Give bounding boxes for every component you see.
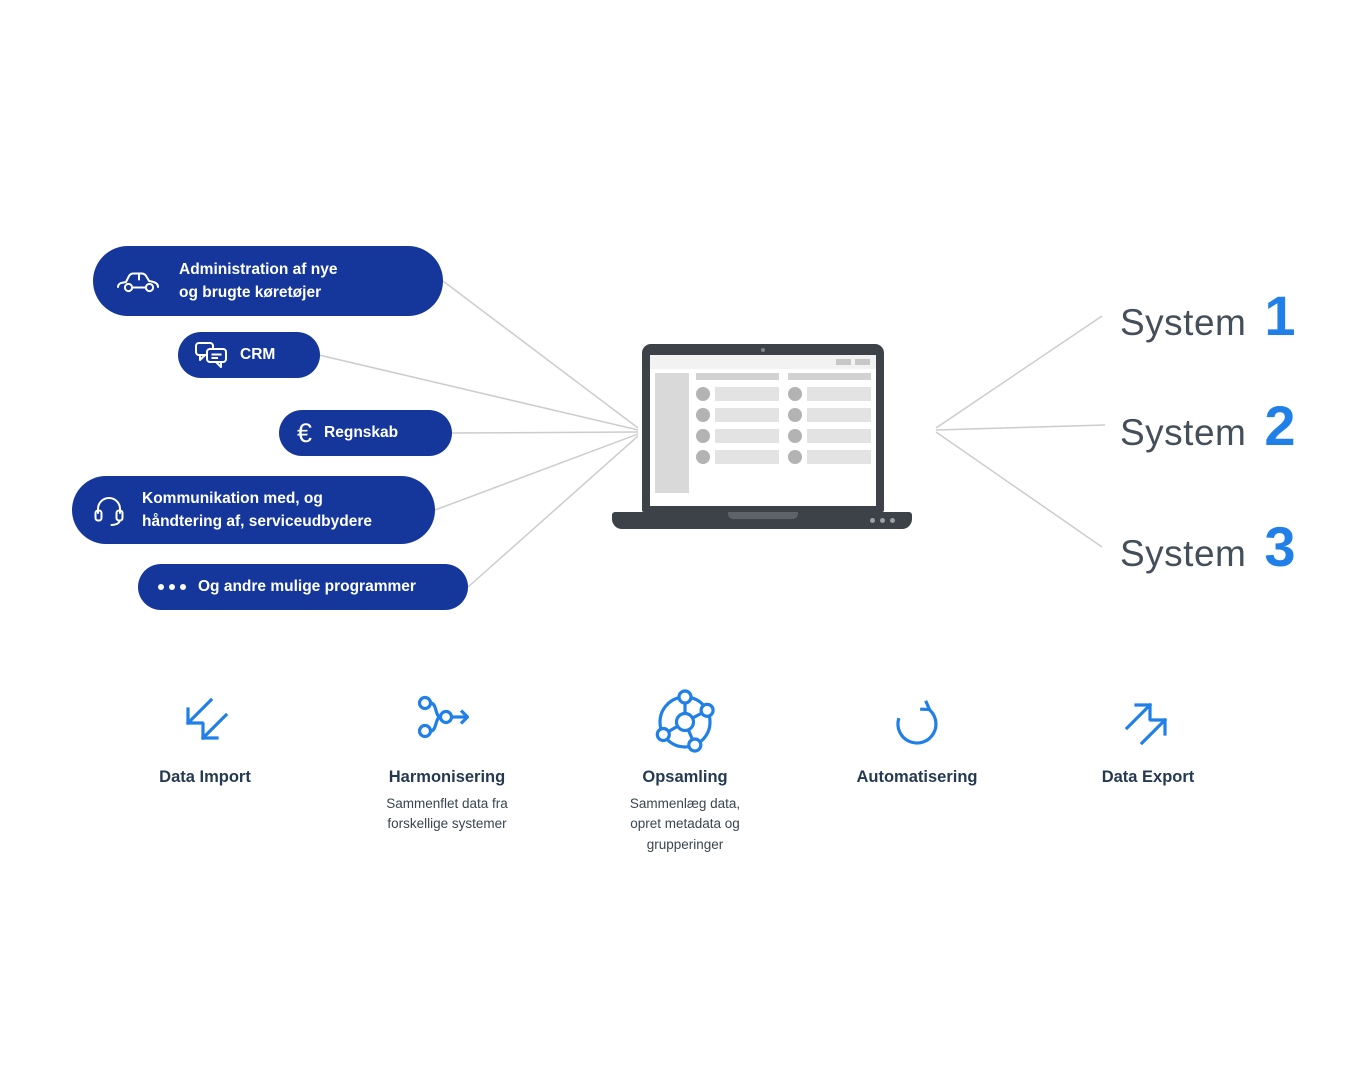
ellipsis-icon bbox=[158, 584, 186, 590]
feature-title: Data Import bbox=[159, 768, 251, 786]
source-pill-label: CRM bbox=[240, 346, 276, 364]
feature-title: Opsamling bbox=[642, 768, 728, 786]
source-pill-regnskab: € Regnskab bbox=[279, 410, 452, 456]
line-komm-to-laptop bbox=[434, 433, 639, 511]
euro-icon: € bbox=[297, 417, 313, 448]
laptop-base-dot bbox=[880, 518, 885, 523]
source-pill-crm: CRM bbox=[178, 332, 320, 378]
line-laptop-to-system1 bbox=[935, 315, 1103, 429]
system-word: System bbox=[1120, 302, 1247, 343]
line-andre-to-laptop bbox=[467, 435, 639, 588]
line-laptop-to-system2 bbox=[935, 424, 1106, 431]
feature-data-import: Data Import bbox=[95, 686, 315, 787]
laptop-base-dot bbox=[870, 518, 875, 523]
line-crm-to-laptop bbox=[318, 354, 639, 431]
feature-data-export: Data Export bbox=[1038, 686, 1258, 787]
line-regnskab-to-laptop bbox=[451, 431, 639, 434]
line-car-to-laptop bbox=[442, 280, 639, 429]
feature-harmonisering: Harmonisering Sammenflet data fra forske… bbox=[337, 686, 557, 835]
feature-automatisering: Automatisering bbox=[807, 686, 1027, 787]
feature-title: Data Export bbox=[1101, 768, 1195, 786]
system-label-2: System 2 bbox=[1120, 393, 1296, 458]
data-import-arrows-icon bbox=[95, 686, 315, 758]
feature-subtitle: Sammenlæg data, opret metadata og gruppe… bbox=[629, 796, 741, 852]
laptop-camera-dot bbox=[761, 348, 765, 352]
source-pill-serviceudbydere: Kommunikation med, og håndtering af, ser… bbox=[72, 476, 435, 544]
system-label-1: System 1 bbox=[1120, 283, 1296, 348]
source-pill-label: Og andre mulige programmer bbox=[198, 578, 416, 596]
source-pill-vehicles: Administration af nye og brugte køretøje… bbox=[93, 246, 443, 316]
laptop-illustration bbox=[612, 344, 912, 534]
cluster-nodes-icon bbox=[575, 686, 795, 758]
mock-sidebar bbox=[655, 373, 689, 493]
source-pill-label: Kommunikation med, og håndtering af, ser… bbox=[142, 489, 372, 530]
laptop-base bbox=[612, 512, 912, 529]
car-icon bbox=[115, 266, 163, 296]
system-label-3: System 3 bbox=[1120, 514, 1296, 579]
circular-arrows-icon bbox=[807, 686, 1027, 758]
source-pill-label: Administration af nye og brugte køretøje… bbox=[179, 260, 338, 301]
data-export-arrows-icon bbox=[1038, 686, 1258, 758]
laptop-notch bbox=[728, 512, 798, 519]
system-number: 3 bbox=[1264, 515, 1296, 578]
mock-toolbar bbox=[650, 355, 876, 369]
system-number: 1 bbox=[1264, 284, 1296, 347]
feature-title: Automatisering bbox=[856, 768, 978, 786]
chat-bubbles-icon bbox=[194, 340, 228, 370]
feature-subtitle: Sammenflet data fra forskellige systemer bbox=[386, 796, 508, 832]
system-word: System bbox=[1120, 412, 1247, 453]
source-pill-andre-programmer: Og andre mulige programmer bbox=[138, 564, 468, 610]
feature-title: Harmonisering bbox=[388, 768, 506, 786]
laptop-screen bbox=[642, 344, 884, 512]
source-pill-label: Regnskab bbox=[324, 424, 399, 442]
system-number: 2 bbox=[1264, 394, 1296, 457]
feature-opsamling: Opsamling Sammenlæg data, opret metadata… bbox=[575, 686, 795, 855]
laptop-base-dot bbox=[890, 518, 895, 523]
system-word: System bbox=[1120, 533, 1247, 574]
laptop-screen-content bbox=[650, 355, 876, 506]
mock-list-grid bbox=[696, 373, 871, 493]
line-laptop-to-system3 bbox=[935, 431, 1103, 548]
merge-branches-icon bbox=[337, 686, 557, 758]
headset-icon bbox=[92, 493, 126, 527]
